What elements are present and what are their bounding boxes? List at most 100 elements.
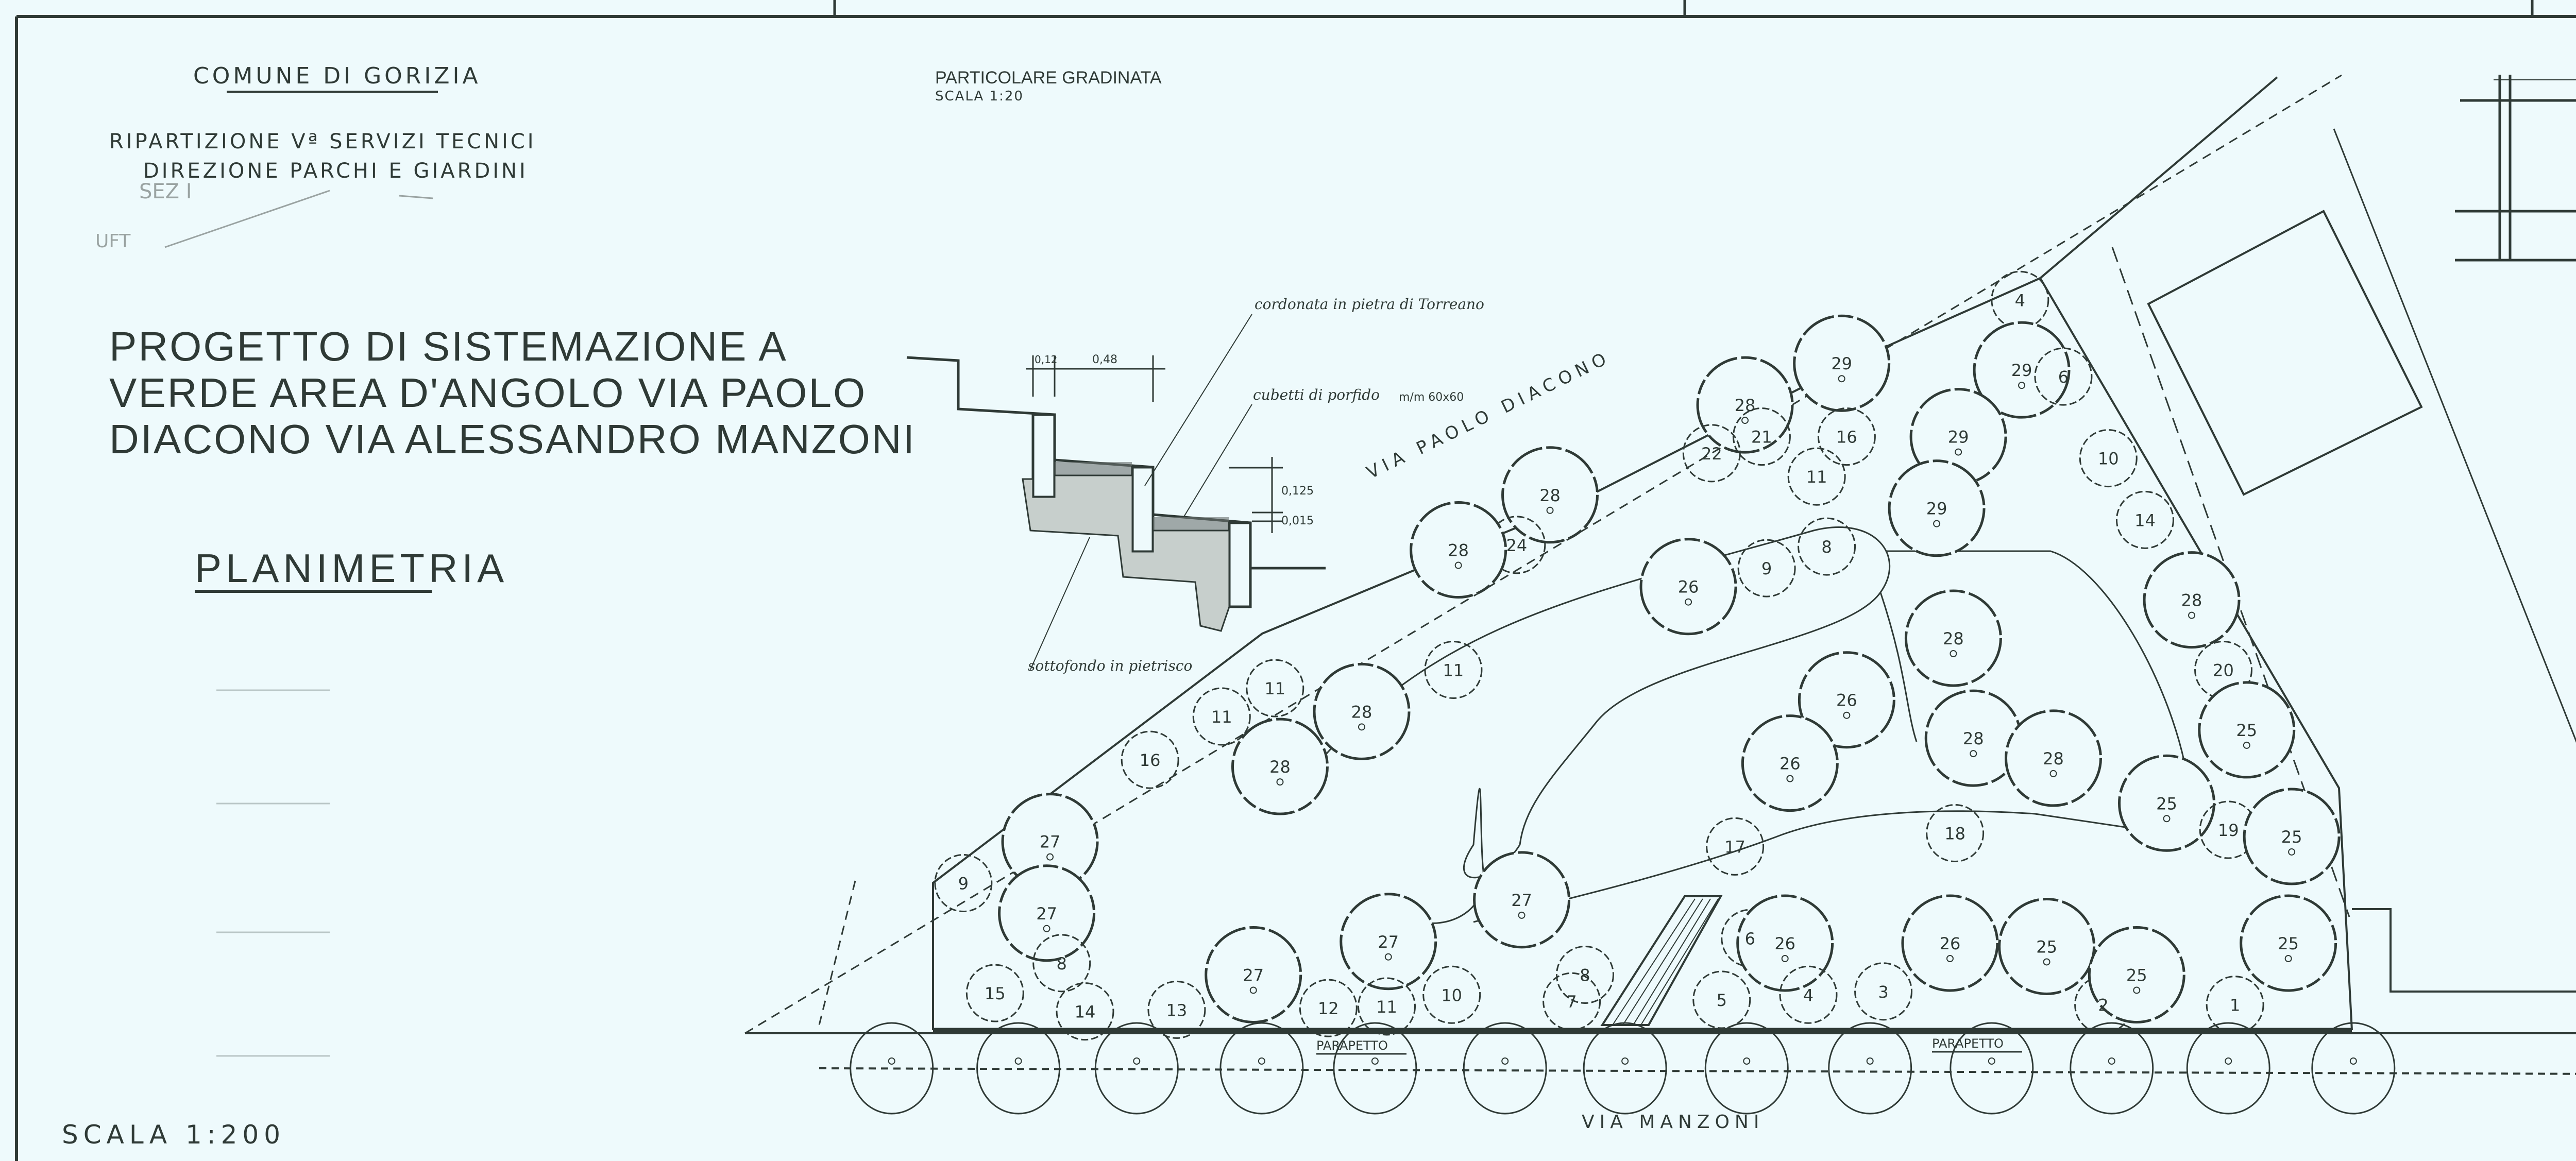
shrub-group <box>1732 407 1791 466</box>
tree <box>1313 662 1411 760</box>
tree-canopy <box>1736 894 1834 992</box>
shrub-outline <box>1798 517 1856 576</box>
note-curb: cordonata in pietra di Torreano <box>1255 296 1484 313</box>
street-tree-trunk <box>1866 1057 1874 1065</box>
shrub-outline <box>2206 976 2264 1034</box>
plant-number: 24 <box>1506 536 1527 555</box>
plan-scale: SCALA 1:200 <box>62 1120 285 1150</box>
plant-number: 27 <box>1036 904 1057 924</box>
tree-trunk <box>1933 520 1941 527</box>
street-tree-canopy <box>1219 1022 1304 1115</box>
tree <box>2198 681 2296 779</box>
tree-trunk <box>2049 770 2057 777</box>
plant-number: 11 <box>1443 660 1464 680</box>
tree <box>1904 589 2002 687</box>
tree-trunk <box>2284 955 2292 963</box>
tree <box>2240 894 2337 992</box>
shrub-outline <box>1682 424 1741 483</box>
shrub-group <box>1555 945 1614 1004</box>
tree-trunk <box>1043 925 1050 932</box>
street-tree-trunk <box>1133 1057 1141 1065</box>
tree-canopy <box>1973 321 2071 419</box>
plant-number: 5 <box>1717 991 1727 1010</box>
shrub-outline <box>1706 817 1765 876</box>
street-tree-canopy <box>2186 1022 2270 1115</box>
shrub-group <box>2034 347 2093 406</box>
shrub-outline <box>934 854 993 913</box>
tree-canopy <box>1904 589 2002 687</box>
leader-line <box>1144 314 1252 486</box>
shrub-group <box>1424 640 1483 699</box>
tree-canopy <box>1888 459 1986 557</box>
paving-layer <box>1055 462 1132 475</box>
shrub-outline <box>2079 429 2138 488</box>
plant-number: 10 <box>2098 449 2119 469</box>
shrub-group <box>934 854 993 913</box>
tree <box>2143 551 2241 649</box>
plant-number: 19 <box>2218 821 2239 840</box>
department-name: RIPARTIZIONE Vª SERVIZI TECNICI <box>109 130 536 153</box>
plant-number: 11 <box>1211 707 1232 727</box>
plant-number: 29 <box>1926 499 1947 519</box>
shrub-outline <box>1555 945 1614 1004</box>
shrub-group <box>1543 972 1601 1031</box>
stair-section-drawing <box>906 314 1326 670</box>
tree-trunk <box>2043 958 2050 966</box>
tree-trunk <box>1046 853 1054 861</box>
plant-number: 29 <box>1831 354 1852 373</box>
tree <box>1741 714 1839 812</box>
plant-number: 16 <box>1140 750 1161 770</box>
plant-number: 11 <box>1806 467 1827 487</box>
plant-number: 18 <box>1944 824 1965 844</box>
plant-number: 16 <box>1836 428 1857 447</box>
shrub-outline <box>1737 539 1796 597</box>
tree-trunk <box>1786 775 1794 782</box>
shrub-outline <box>1422 965 1481 1024</box>
shrub-outline <box>1032 934 1091 993</box>
tree <box>1798 651 1895 749</box>
plant-number: 6 <box>1745 929 1755 948</box>
tree-trunk <box>1518 911 1526 919</box>
shrub-group <box>2115 490 2174 549</box>
tree-canopy <box>1501 446 1599 544</box>
tree <box>2118 754 2215 852</box>
plant-number: 12 <box>1318 999 1339 1018</box>
street-label-bottom: VIA MANZONI <box>1582 1112 1764 1133</box>
shrub-group <box>1787 447 1846 506</box>
tree-trunk <box>1546 506 1554 514</box>
tree-trunk <box>2133 986 2141 994</box>
plant-number: 20 <box>2213 660 2234 680</box>
tree-canopy <box>2118 754 2215 852</box>
street-tree-canopy <box>1094 1022 1179 1115</box>
tree <box>2005 709 2103 807</box>
leader-line <box>1030 537 1090 670</box>
shrub-group <box>1706 817 1765 876</box>
tree-trunk <box>1843 711 1851 719</box>
shrub-group <box>965 964 1024 1022</box>
street-tree-canopy <box>1463 1022 1547 1115</box>
street-tree-canopy <box>2311 1022 2396 1115</box>
tree-trunk <box>1970 750 1977 758</box>
plant-number: 11 <box>1376 997 1397 1017</box>
tree <box>1501 446 1599 544</box>
plant-number: 28 <box>1735 396 1756 415</box>
shrub-group <box>1147 980 1206 1039</box>
plant-number: 28 <box>2181 591 2202 610</box>
shrub-outline <box>1543 972 1601 1031</box>
shrub-group <box>2079 429 2138 488</box>
plant-number: 26 <box>1678 577 1699 597</box>
shrub-group <box>1682 424 1741 483</box>
tree-trunk <box>1454 561 1462 569</box>
elevation-sketch <box>2455 75 2576 262</box>
plant-number: 28 <box>1351 702 1372 722</box>
tree-canopy <box>1313 662 1411 760</box>
tree-trunk <box>2288 848 2296 856</box>
tree-canopy <box>1340 893 1437 991</box>
tree <box>1205 926 1302 1023</box>
note-paving: cubetti di porfido <box>1253 386 1380 403</box>
shrub-group <box>1246 659 1304 718</box>
shrub-group <box>1032 934 1091 993</box>
tree <box>1639 538 1737 636</box>
tree-canopy <box>2143 551 2241 649</box>
plant-number: 8 <box>1580 965 1590 985</box>
